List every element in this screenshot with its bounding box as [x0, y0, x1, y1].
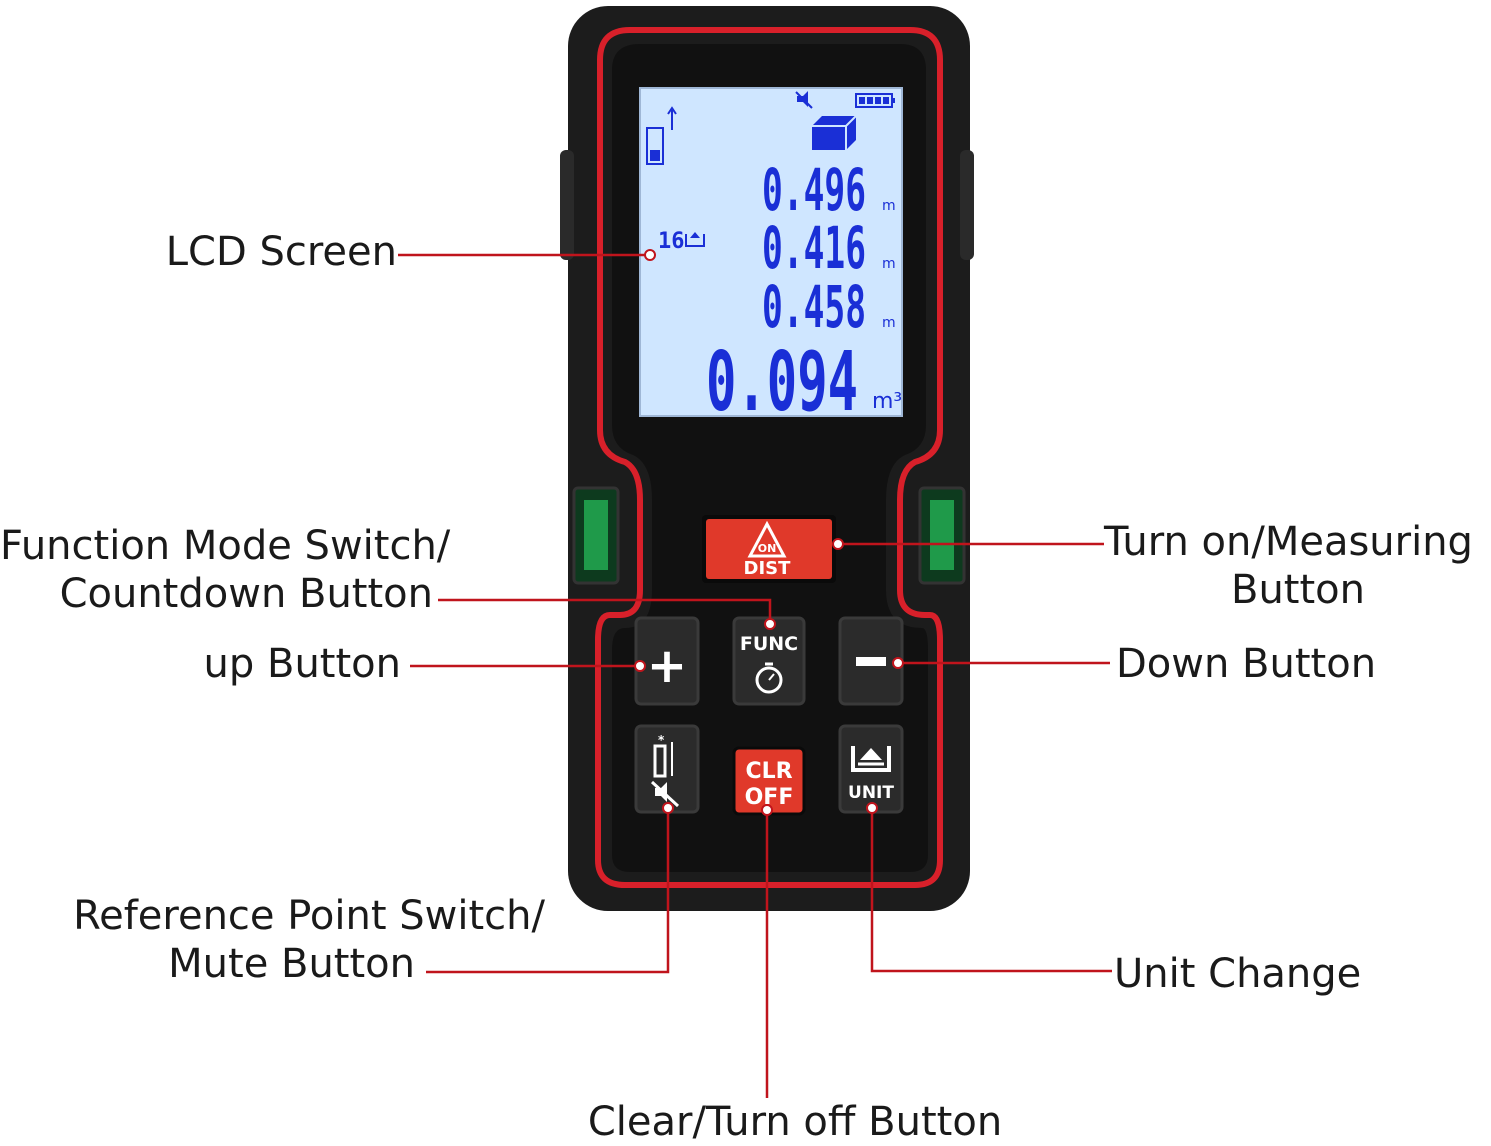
red-trim	[595, 27, 943, 888]
tray-icon	[851, 746, 891, 772]
function-mode-label-line2: Countdown Button	[59, 571, 433, 617]
reference-point-label-line1: Reference Point Switch/	[73, 893, 545, 939]
mute-indicator-icon	[795, 91, 813, 109]
right-bubble-vial	[930, 500, 954, 570]
lcd-result-unit: m³	[872, 389, 902, 414]
reference-point-icon	[653, 744, 667, 778]
svg-text:*: *	[658, 733, 665, 747]
lcd-screen	[639, 87, 903, 417]
func-callout-line	[438, 598, 772, 622]
unit-label: UNIT	[848, 783, 894, 803]
turn-on-label-line1: Turn on/Measuring	[1104, 519, 1473, 565]
function-mode-label-line1: Function Mode Switch/	[0, 523, 451, 569]
reference-mute-button[interactable]: *	[634, 724, 700, 814]
down-button-label: Down Button	[1116, 641, 1377, 687]
lcd-screen-label: LCD Screen	[165, 229, 397, 275]
up-button[interactable]: +	[634, 616, 700, 706]
laser-warning-icon	[747, 520, 787, 558]
plus-icon: +	[647, 638, 687, 694]
func-button[interactable]: FUNC	[732, 616, 806, 706]
lcd-reading-1-unit: m	[882, 198, 896, 214]
volume-mode-icon	[812, 115, 857, 150]
callout-lines	[398, 253, 1112, 1098]
left-grip	[560, 150, 574, 260]
on-dist-button[interactable]: ON DIST	[702, 515, 836, 583]
up-button-label: up Button	[203, 641, 401, 687]
memory-tray-icon	[685, 232, 705, 247]
minus-icon	[856, 657, 886, 666]
clear-off-label: Clear/Turn off Button	[587, 1099, 1003, 1145]
unit-button[interactable]: UNIT	[838, 724, 904, 814]
left-bubble-vial	[584, 500, 608, 570]
right-grip	[960, 150, 974, 260]
callout-dots	[634, 249, 904, 816]
reference-callout-line	[426, 808, 670, 974]
reference-point-label-line2: Mute Button	[168, 941, 415, 987]
lcd-reading-3-unit: m	[882, 315, 896, 331]
unit-change-label: Unit Change	[1114, 951, 1362, 997]
battery-icon	[855, 93, 895, 108]
memory-index: 16	[658, 229, 685, 254]
dist-label: DIST	[744, 558, 792, 579]
lcd-reading-3: 0.458	[762, 273, 866, 341]
on-label: ON	[758, 542, 777, 555]
lcd-reading-2: 0.416	[762, 214, 866, 282]
timer-icon	[755, 666, 783, 694]
func-label: FUNC	[740, 633, 798, 655]
clr-off-button[interactable]: CLR OFF	[732, 746, 806, 816]
clr-label: CLR	[745, 759, 792, 784]
unit-callout-line	[870, 808, 1112, 973]
lcd-result: 0.094	[706, 335, 858, 430]
reference-point-indicator-icon	[646, 106, 677, 165]
lcd-reading-1: 0.496	[762, 156, 866, 224]
turn-on-label-line2: Button	[1231, 567, 1365, 613]
lcd-reading-2-unit: m	[882, 256, 896, 272]
